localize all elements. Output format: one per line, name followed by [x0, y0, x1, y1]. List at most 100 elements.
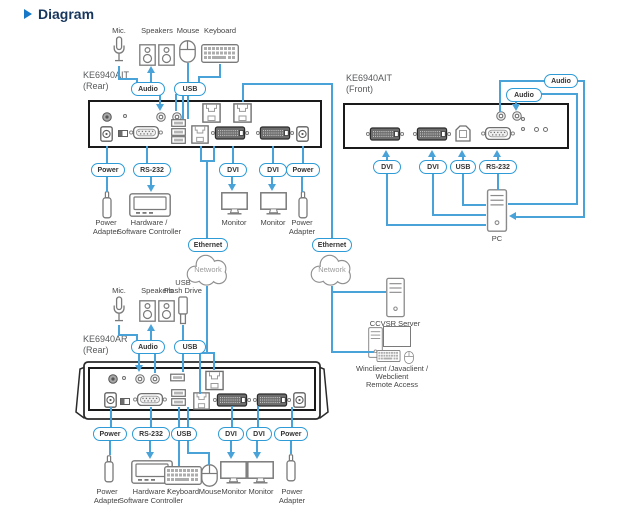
controller-icon: [129, 193, 171, 217]
connector-line: [462, 174, 464, 206]
tag-dvi: DVI: [259, 163, 287, 177]
tag-rs232: RS-232: [479, 160, 517, 174]
connector-line: [154, 352, 156, 373]
device-model: KE6940AIT: [83, 70, 130, 80]
label-power-adapter: Power Adapter: [92, 218, 120, 236]
connector-line: [576, 93, 578, 205]
connector-line: [386, 155, 388, 161]
connector-line: [515, 99, 517, 105]
label-network: Network: [194, 265, 222, 274]
usb-port: [171, 398, 186, 406]
label-pc: PC: [491, 234, 503, 243]
dip-switch: [118, 130, 128, 137]
tag-usb: USB: [174, 82, 206, 96]
connector-line: [256, 440, 258, 453]
flow-arrow: [509, 212, 516, 220]
connector-line: [242, 83, 333, 85]
flow-arrow: [135, 365, 143, 372]
label-mouse: Mouse: [198, 487, 222, 496]
connector-line: [577, 80, 585, 82]
flow-arrow: [147, 324, 155, 331]
dvi-port: [366, 127, 404, 141]
label-remote-access: Winclient /Javaclient /: [355, 364, 429, 373]
connector-line: [331, 286, 333, 353]
connector-line: [187, 407, 189, 427]
power-jack-port: [100, 126, 113, 142]
dip-switch: [120, 398, 130, 405]
flow-arrow: [458, 150, 466, 157]
led-indicator: [543, 127, 548, 132]
connector-line: [159, 94, 161, 105]
usb-port: [171, 128, 186, 136]
flow-arrow: [428, 150, 436, 157]
flow-arrow: [147, 66, 155, 73]
label-ccvsr-server: CCVSR Server: [369, 319, 421, 328]
connector-line: [462, 204, 486, 206]
speaker-icon: [158, 44, 175, 66]
device-label-tx-front: KE6940AIT (Front): [346, 73, 392, 96]
dvi-port: [256, 126, 294, 140]
flow-arrow: [227, 452, 235, 459]
connector-line: [150, 72, 152, 84]
connector-line: [432, 214, 486, 216]
db9-port: [481, 126, 515, 141]
tag-audio: Audio: [506, 88, 542, 102]
label-monitor: Monitor: [221, 487, 247, 496]
connector-line: [118, 66, 120, 78]
connector-line: [231, 176, 233, 185]
audio-jack-port: [156, 112, 166, 122]
monitor-icon: [247, 461, 274, 484]
label-monitor: Monitor: [248, 487, 274, 496]
power-jack-port: [104, 392, 117, 408]
connector-line: [257, 406, 259, 427]
tag-usb: USB: [171, 427, 197, 441]
flow-arrow: [146, 452, 154, 459]
mouse-icon: [201, 464, 218, 487]
tag-power: Power: [93, 427, 127, 441]
device-model: KE6940AR: [83, 334, 128, 344]
audio-jack-port: [135, 374, 145, 384]
mouse-icon: [179, 40, 196, 63]
remote-keyboard-icon: [374, 350, 403, 362]
tag-dvi: DVI: [246, 427, 272, 441]
dvi-port: [213, 393, 251, 407]
usb-port: [171, 389, 186, 397]
label-mic-top: Mic.: [112, 26, 126, 35]
connector-line: [242, 83, 244, 102]
connector-line: [106, 146, 108, 164]
connector-line: [136, 334, 138, 342]
connector-line: [178, 407, 180, 427]
keyboard-icon: [201, 44, 239, 63]
connector-line: [302, 146, 304, 164]
connector-line: [150, 407, 152, 427]
connector-line: [182, 325, 184, 342]
pc-tower-icon: [486, 189, 508, 232]
connector-line: [187, 452, 210, 454]
connector-line: [499, 80, 501, 112]
tag-ethernet: Ethernet: [188, 238, 228, 252]
led-indicator: [521, 127, 525, 131]
monitor-icon: [260, 192, 287, 215]
flow-arrow: [268, 184, 276, 191]
label-monitor: Monitor: [260, 218, 286, 227]
connector-line: [213, 352, 215, 370]
tag-audio: Audio: [131, 82, 165, 96]
connector-line: [541, 93, 578, 95]
usb-port: [170, 373, 185, 382]
connector-line: [200, 146, 202, 162]
connector-line: [118, 78, 138, 80]
rj45-port: [202, 103, 221, 123]
power-adapter-icon: [296, 191, 310, 219]
label-controller: Hardware / Software Controller: [116, 218, 182, 236]
label-keyboard: Keyboard: [166, 487, 200, 496]
speaker-icon: [139, 300, 156, 322]
power-adapter-icon: [102, 455, 116, 483]
label-mic-bottom: Mic.: [112, 286, 126, 295]
connector-line: [432, 155, 434, 161]
connector-line: [331, 351, 374, 353]
label-remote-access: Webclient: [375, 372, 409, 381]
connector-line: [146, 146, 148, 164]
connector-line: [291, 407, 293, 427]
label-power-adapter: Power Adapter: [278, 487, 306, 505]
